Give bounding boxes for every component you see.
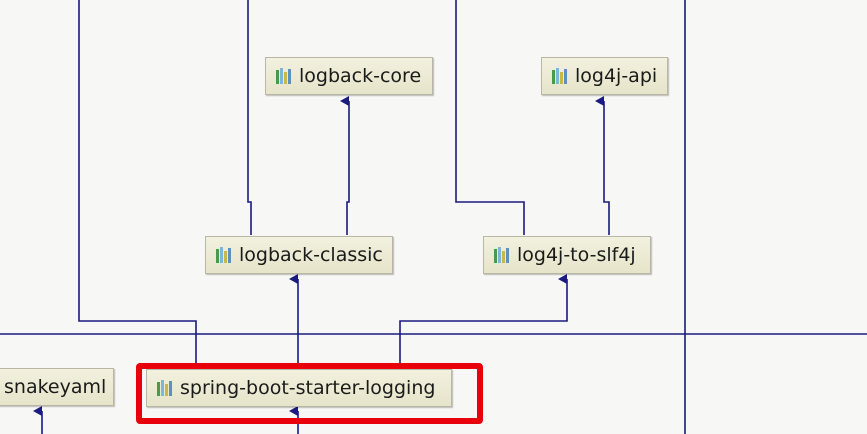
highlight-box bbox=[136, 363, 483, 424]
edge-line bbox=[247, 0, 252, 235]
library-icon bbox=[276, 68, 292, 84]
library-icon bbox=[552, 68, 568, 84]
edge-line bbox=[455, 0, 525, 235]
node-label: log4j-api bbox=[575, 65, 658, 87]
node-label: spring-boot-starter-logging bbox=[180, 377, 436, 399]
node-label: logback-core bbox=[299, 65, 422, 87]
node-label: log4j-to-slf4j bbox=[517, 244, 636, 266]
node-log4j-api[interactable]: log4j-api bbox=[541, 57, 668, 95]
node-logback-classic[interactable]: logback-classic bbox=[205, 236, 393, 274]
node-label: logback-classic bbox=[239, 244, 383, 266]
node-log4j-to-slf4j[interactable]: log4j-to-slf4j bbox=[483, 236, 651, 274]
node-snakeyaml[interactable]: snakeyaml bbox=[0, 368, 114, 406]
node-logback-core[interactable]: logback-core bbox=[265, 57, 433, 95]
library-icon bbox=[494, 247, 510, 263]
node-spring-boot-starter-logging[interactable]: spring-boot-starter-logging bbox=[146, 369, 452, 407]
node-label: snakeyaml bbox=[4, 376, 107, 398]
edge-log4j-to-slf4j-to-log4j-api bbox=[595, 96, 610, 235]
edge-starter-to-log4j-to-slf4j bbox=[399, 274, 568, 365]
edge-logback-classic-to-logback-core bbox=[340, 96, 350, 235]
library-icon bbox=[216, 247, 232, 263]
edge-line bbox=[78, 0, 197, 365]
library-icon bbox=[157, 380, 173, 396]
library-icon bbox=[0, 379, 1, 395]
